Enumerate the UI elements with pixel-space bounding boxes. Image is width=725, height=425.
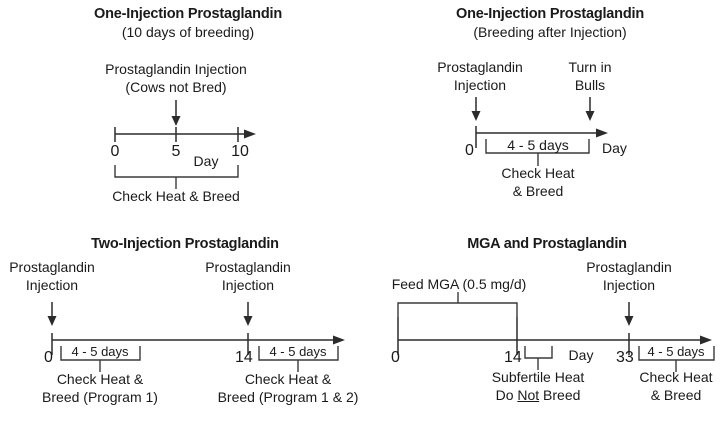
injection-arrow-head — [624, 316, 634, 326]
injection2-arrow-head — [243, 316, 253, 326]
injection-label-line1: Prostaglandin — [586, 259, 672, 275]
axis-label-day: Day — [602, 140, 627, 156]
injection-label-line2: (Cows not Bred) — [125, 79, 227, 95]
injection-label-line1: Prostaglandin Injection — [105, 61, 247, 77]
injection2-label-line1: Prostaglandin — [205, 259, 291, 275]
timeline-axis-arrowhead — [333, 335, 345, 345]
tick-label-14: 14 — [504, 349, 522, 366]
tick-label-0: 0 — [465, 142, 474, 159]
not-underlined: Not — [517, 387, 540, 403]
timeline-graphic-panel3 — [47, 302, 345, 372]
tick-label-14: 14 — [235, 349, 253, 366]
injection-arrow-head — [171, 116, 181, 126]
bottom-label1-line2: Breed (Program 1) — [42, 389, 158, 405]
interval-label: 4 - 5 days — [507, 137, 569, 153]
panel-one-injection-10-days: One-Injection Prostaglandin (10 days of … — [0, 0, 362, 212]
subfertile-label-line1: Subfertile Heat — [491, 369, 585, 385]
subfertile-bracket — [524, 346, 553, 359]
interval2-label: 4 - 5 days — [269, 344, 327, 359]
injection-label-line1: Prostaglandin — [437, 59, 523, 75]
panel-title: Two-Injection Prostaglandin — [91, 236, 279, 252]
panel-title: One-Injection Prostaglandin — [456, 6, 644, 22]
axis-label-day: Day — [193, 153, 219, 169]
injection1-label-line2: Injection — [25, 277, 79, 293]
axis-label-day: Day — [568, 347, 594, 363]
do-text: Do — [495, 387, 518, 403]
check-heat-bracket — [114, 165, 239, 178]
check-heat-breed-label: Check Heat & Breed — [112, 188, 240, 204]
panel-subtitle: (Breeding after Injection) — [473, 24, 627, 40]
panel-title: MGA and Prostaglandin — [467, 236, 627, 252]
bottom-label2-line1: Check Heat & — [244, 371, 332, 387]
check-heat-label-line1: Check Heat — [639, 369, 713, 385]
timeline-axis-arrowhead — [700, 335, 712, 345]
panel-subtitle: (10 days of breeding) — [121, 24, 255, 40]
timeline-graphic-panel1 — [114, 100, 256, 189]
interval-label: 4 - 5 days — [647, 344, 705, 359]
tick-label-0: 0 — [110, 143, 120, 160]
bottom-label1-line1: Check Heat & — [56, 371, 144, 387]
panel-mga-and-prostaglandin: MGA and Prostaglandin Feed MGA (0.5 mg/d… — [362, 212, 725, 425]
feed-mga-bracket — [397, 302, 518, 317]
interval1-label: 4 - 5 days — [71, 344, 129, 359]
check-heat-label-line2: & Breed — [650, 387, 702, 403]
breed-text: Breed — [539, 387, 581, 403]
feed-mga-label: Feed MGA (0.5 mg/d) — [391, 276, 527, 292]
tick-label-10: 10 — [231, 143, 249, 160]
check-heat-label-line2: & Breed — [512, 183, 564, 199]
injection-arrow-head — [471, 111, 481, 121]
subfertile-label-line2: Do Not Breed — [495, 387, 581, 404]
injection-label-line2: Injection — [602, 277, 656, 293]
panel-one-injection-breeding-after: One-Injection Prostaglandin (Breeding af… — [362, 0, 725, 212]
injection1-label-line1: Prostaglandin — [9, 259, 95, 275]
timeline-axis-arrowhead — [244, 129, 256, 139]
turn-in-bulls-label-line2: Bulls — [574, 77, 606, 93]
tick-label-0: 0 — [44, 349, 53, 366]
injection-label-line2: Injection — [453, 77, 507, 93]
bottom-label2-line2: Breed (Program 1 & 2) — [217, 389, 359, 405]
timeline-graphic-panel2 — [471, 97, 608, 166]
tick-label-33: 33 — [616, 349, 634, 366]
timeline-axis-arrowhead — [596, 128, 608, 138]
tick-label-0: 0 — [391, 349, 400, 366]
turn-in-bulls-arrow-head — [585, 111, 595, 121]
injection2-label-line2: Injection — [221, 277, 275, 293]
panel-title: One-Injection Prostaglandin — [94, 6, 282, 22]
panel-two-injection: Two-Injection Prostaglandin Prostaglandi… — [0, 212, 362, 425]
tick-label-5: 5 — [171, 143, 181, 160]
injection1-arrow-head — [47, 316, 57, 326]
check-heat-label-line1: Check Heat — [501, 165, 575, 181]
timeline-graphic-panel4 — [397, 292, 715, 372]
turn-in-bulls-label-line1: Turn in — [568, 59, 612, 75]
